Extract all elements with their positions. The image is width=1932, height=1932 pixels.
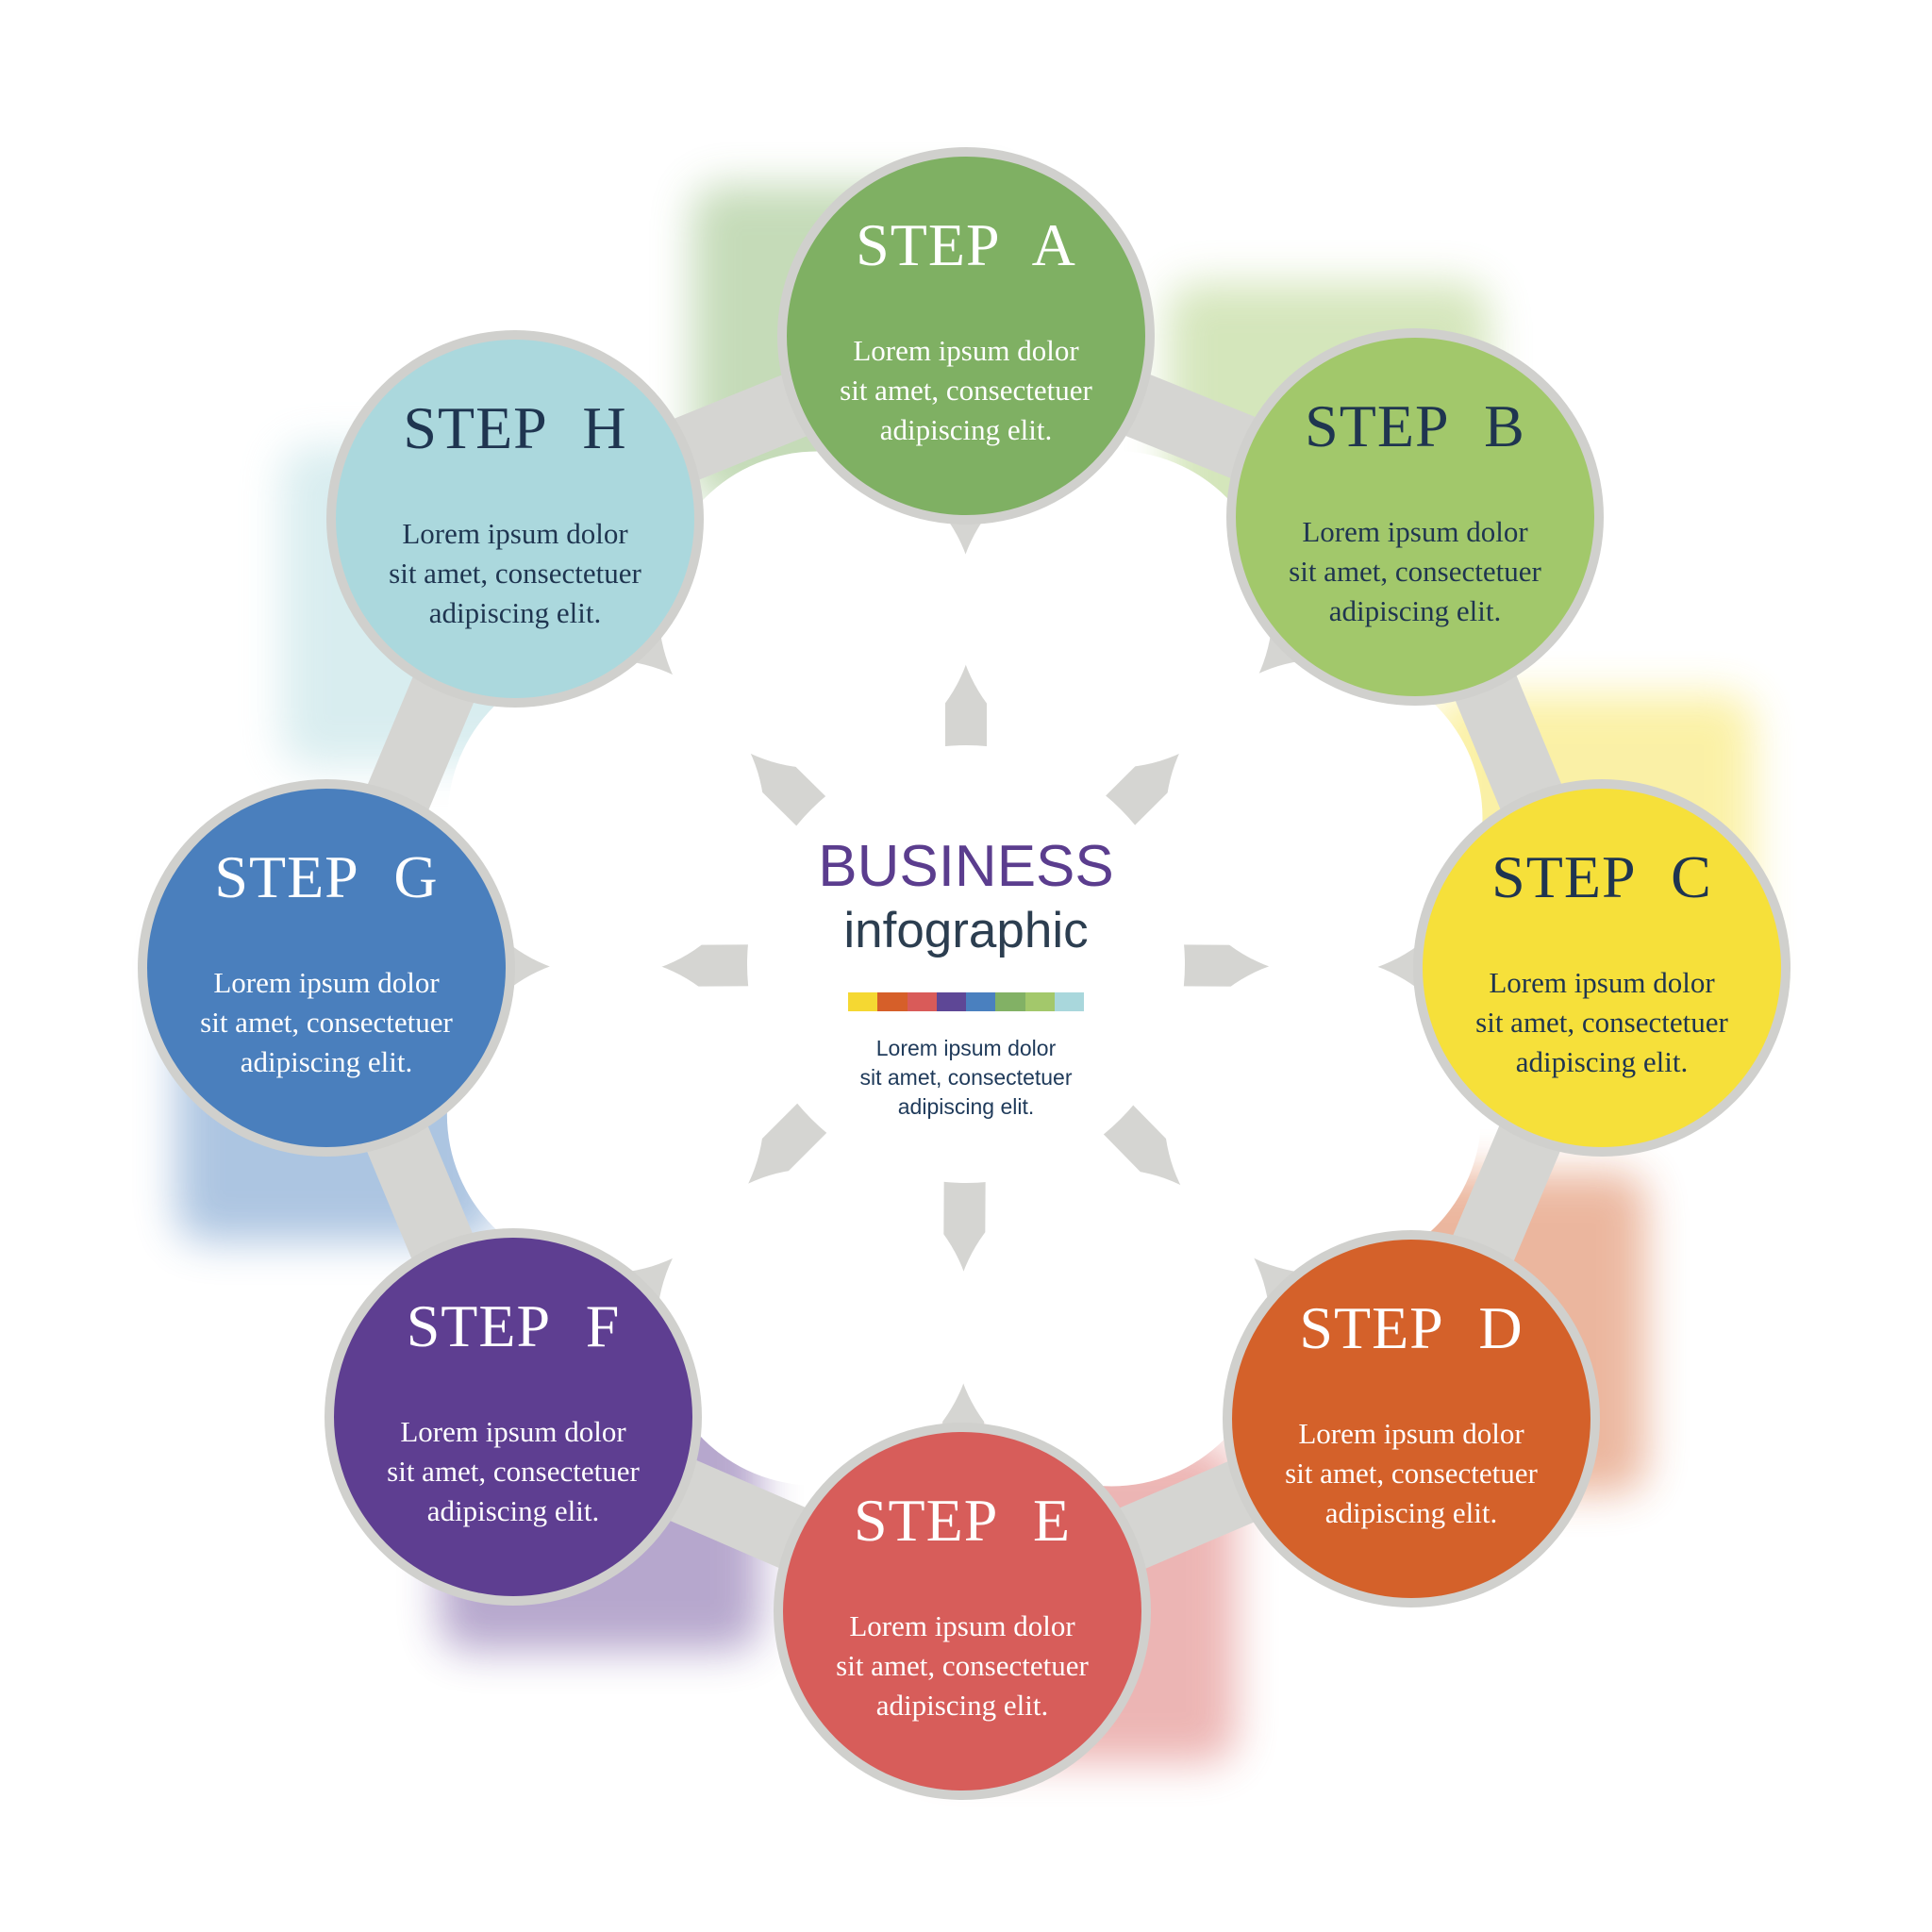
step-c-text: Lorem ipsum dolor sit amet, consectetuer… [1475, 966, 1728, 1078]
color-bar-segment [848, 992, 878, 1011]
color-bar-segment [877, 992, 908, 1011]
step-e-node: STEP E Lorem ipsum dolor sit amet, conse… [783, 1432, 1141, 1790]
color-bar-segment [966, 992, 996, 1011]
step-d-node: STEP D Lorem ipsum dolor sit amet, conse… [1232, 1240, 1591, 1598]
white-lobe [1165, 658, 1483, 976]
step-e-title: STEP E [853, 1487, 1072, 1554]
color-bar [848, 992, 1084, 1011]
step-d-title: STEP D [1299, 1294, 1524, 1361]
color-bar-segment [936, 992, 966, 1011]
step-h-text: Lorem ipsum dolor sit amet, consectetuer… [389, 517, 641, 629]
step-g-title: STEP G [214, 843, 439, 910]
white-lobe [657, 1168, 974, 1486]
center-title: BUSINESS [818, 834, 1114, 899]
center-subtitle: infographic [843, 903, 1089, 958]
white-lobe [447, 659, 765, 977]
step-c-node: STEP C Lorem ipsum dolor sit amet, conse… [1423, 789, 1781, 1147]
center-text: Lorem ipsum dolor sit amet, consectetuer… [859, 1036, 1073, 1119]
step-a-text: Lorem ipsum dolor sit amet, consectetuer… [840, 334, 1092, 446]
white-lobe [446, 956, 764, 1274]
color-bar-segment [907, 992, 937, 1011]
center-hub: BUSINESS infographic Lorem ipsum dolor s… [747, 745, 1185, 1183]
step-c-title: STEP C [1491, 843, 1712, 910]
color-bar-segment [1054, 992, 1084, 1011]
step-b-node: STEP B Lorem ipsum dolor sit amet, conse… [1236, 338, 1594, 696]
step-b-text: Lorem ipsum dolor sit amet, consectetuer… [1289, 515, 1541, 627]
step-a-node: STEP A Lorem ipsum dolor sit amet, conse… [787, 157, 1145, 515]
step-e-text: Lorem ipsum dolor sit amet, consectetuer… [836, 1609, 1089, 1722]
color-bar-segment [1024, 992, 1055, 1011]
white-lobe [953, 1169, 1271, 1487]
step-g-text: Lorem ipsum dolor sit amet, consectetuer… [200, 966, 453, 1078]
color-bar-segment [995, 992, 1025, 1011]
step-h-title: STEP H [403, 394, 627, 461]
step-f-node: STEP F Lorem ipsum dolor sit amet, conse… [334, 1238, 692, 1596]
center-disc [747, 745, 1185, 1183]
white-lobe [658, 451, 976, 769]
white-lobe [1164, 957, 1482, 1274]
step-g-node: STEP G Lorem ipsum dolor sit amet, conse… [147, 789, 506, 1147]
white-lobe [956, 450, 1274, 768]
step-b-title: STEP B [1305, 392, 1525, 459]
step-d-text: Lorem ipsum dolor sit amet, consectetuer… [1285, 1417, 1538, 1529]
step-f-title: STEP F [406, 1292, 621, 1359]
step-a-title: STEP A [856, 211, 1076, 278]
step-h-node: STEP H Lorem ipsum dolor sit amet, conse… [336, 340, 694, 698]
step-f-text: Lorem ipsum dolor sit amet, consectetuer… [387, 1415, 640, 1527]
